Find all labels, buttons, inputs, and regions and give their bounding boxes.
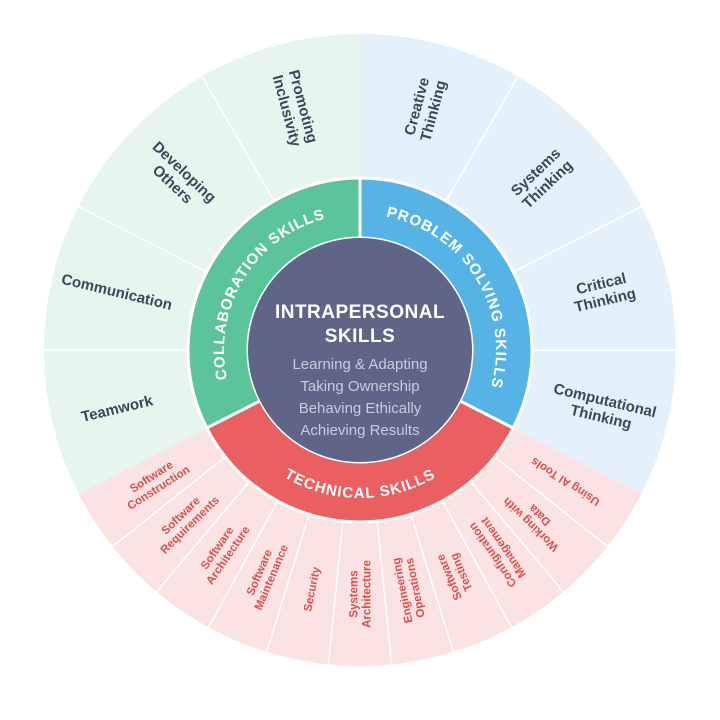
problem-outer-sector [360, 34, 676, 494]
skill-divider [410, 514, 455, 653]
skill-divider [494, 456, 608, 548]
core-title-line2: SKILLS [325, 326, 396, 347]
skill-divider [376, 521, 393, 665]
skill-divider [112, 456, 226, 548]
skill-divider [470, 481, 565, 593]
collaboration-outer-sector [44, 34, 361, 494]
skill-divider [327, 521, 344, 665]
skill-divider [445, 75, 519, 202]
skill-divider [265, 514, 310, 653]
core-item: Behaving Ethically [299, 400, 422, 417]
skill-divider [155, 481, 250, 593]
skill-label-line: Systems [349, 570, 361, 617]
skill-divider [512, 205, 642, 273]
outer-skill-sectors [44, 34, 676, 666]
core-item: Learning & Adapting [292, 356, 427, 373]
skill-divider [201, 75, 275, 202]
intrapersonal-core: INTRAPERSONAL SKILLS Learning & Adapting… [248, 238, 472, 462]
skill-divider [78, 205, 208, 273]
core-circle [248, 238, 472, 462]
core-item: Taking Ownership [300, 378, 419, 395]
skill-divider [207, 500, 279, 628]
core-title-line1: INTRAPERSONAL [275, 302, 445, 323]
skill-label-line: Architecture [362, 560, 374, 628]
core-item: Achieving Results [300, 422, 419, 439]
skill-divider [441, 500, 513, 628]
category-ring [186, 176, 534, 524]
